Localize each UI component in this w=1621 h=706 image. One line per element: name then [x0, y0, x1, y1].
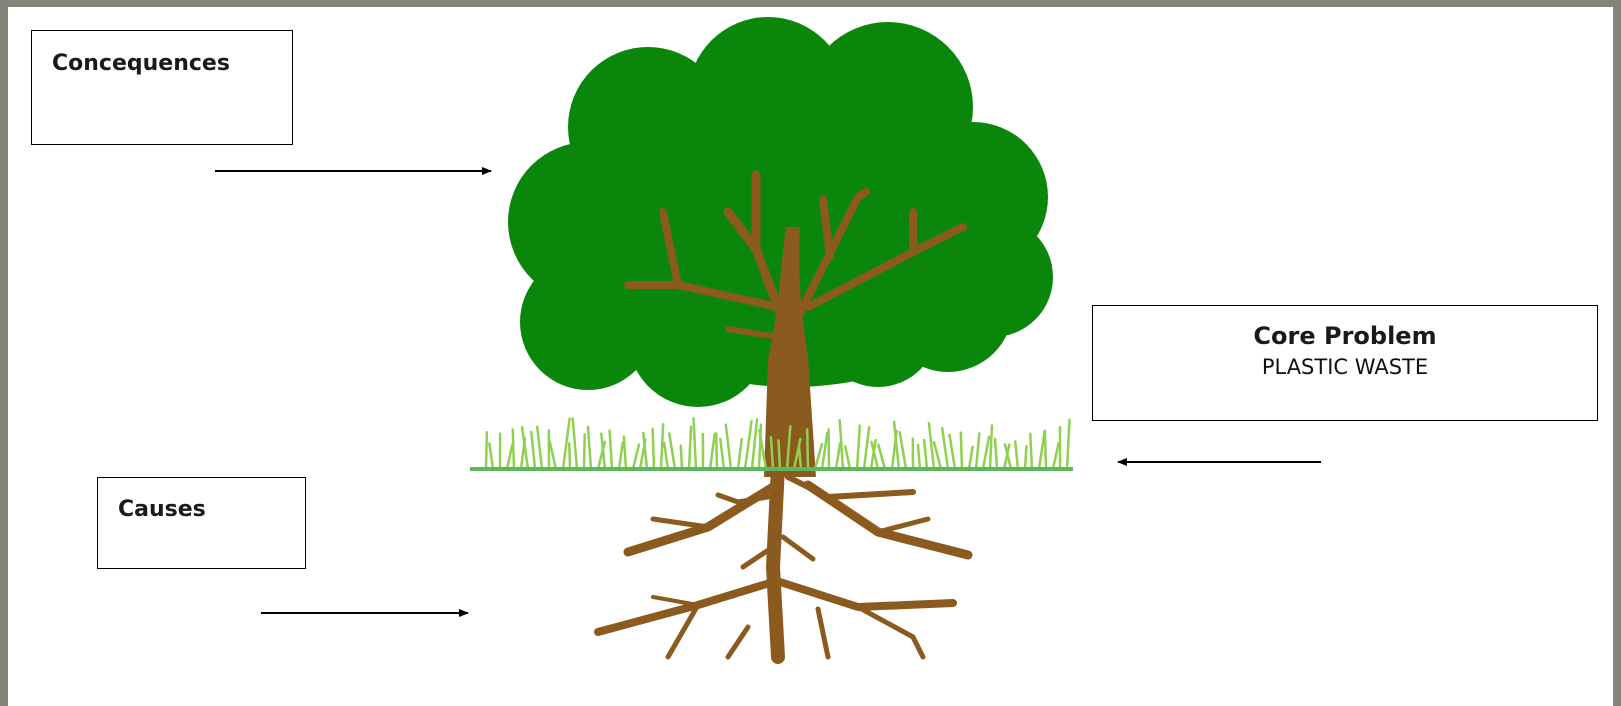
grass-blade [633, 445, 639, 469]
core-problem-box: Core Problem PLASTIC WASTE [1092, 305, 1598, 421]
grass-blade [550, 442, 556, 469]
grass-blade [720, 439, 724, 469]
grass-blade [726, 425, 731, 469]
grass-blade [507, 445, 512, 469]
grass-blade [694, 418, 696, 469]
grass-blade [918, 445, 920, 469]
grass-blade [961, 433, 962, 469]
grass-blade [807, 429, 808, 469]
diagram-canvas: Concequences Causes Core Problem PLASTIC… [8, 7, 1613, 706]
grass-blade [1015, 441, 1018, 469]
grass-blade [738, 439, 742, 469]
grass-blade [929, 423, 934, 469]
grass-blade [669, 433, 675, 469]
grass-blade [995, 439, 997, 469]
grass-blade [990, 425, 992, 469]
grass-blade [573, 418, 577, 469]
grass-blade [745, 421, 752, 469]
grass-blade [924, 440, 927, 469]
grass-blade [752, 419, 757, 469]
grass-blade [584, 434, 585, 469]
grass-blade [845, 446, 850, 469]
grass-blade [815, 444, 822, 469]
grass-blade [653, 429, 654, 469]
grass-blade [1067, 420, 1069, 469]
grass-blade [836, 443, 840, 469]
grass-blade [661, 424, 663, 469]
grass-blade [1025, 446, 1026, 469]
consequences-title: Concequences [52, 53, 230, 75]
grass-blade [1030, 434, 1032, 469]
grass-blade [857, 426, 860, 469]
grass-blade [1053, 443, 1059, 469]
grass-blade [689, 427, 691, 469]
grass-blade [900, 432, 906, 469]
grass-blade [619, 442, 623, 469]
grass-blade [779, 441, 780, 469]
grass-blade [610, 431, 612, 469]
grass-blade [710, 434, 715, 469]
grass-blade [486, 432, 487, 469]
grass-blade [950, 435, 955, 469]
consequences-box: Concequences [31, 30, 293, 145]
grass-blade [976, 433, 979, 469]
tree-roots [598, 467, 968, 657]
grass-blade [569, 443, 570, 469]
grass-blade [969, 447, 973, 469]
grass-blade [864, 427, 869, 469]
causes-title: Causes [118, 499, 206, 521]
grass-blade [681, 446, 682, 469]
grass-blade [716, 433, 717, 469]
grass-blade [1045, 431, 1046, 469]
grass-blade [934, 442, 941, 469]
grass-blade [624, 436, 626, 469]
core-problem-subtitle: PLASTIC WASTE [1093, 357, 1597, 378]
grass-blade [983, 437, 989, 469]
grass-blade [664, 443, 668, 469]
grass-blade [489, 444, 493, 469]
grass-blade [822, 433, 827, 469]
causes-box: Causes [97, 477, 306, 569]
grass-blade [840, 420, 843, 469]
grass-blade [942, 428, 948, 469]
grass-blade [531, 432, 535, 469]
core-problem-title: Core Problem [1093, 324, 1597, 348]
grass-blade [588, 427, 591, 469]
grass-blade [537, 427, 542, 469]
grass-blade [878, 445, 885, 469]
grass-blade [513, 429, 514, 469]
